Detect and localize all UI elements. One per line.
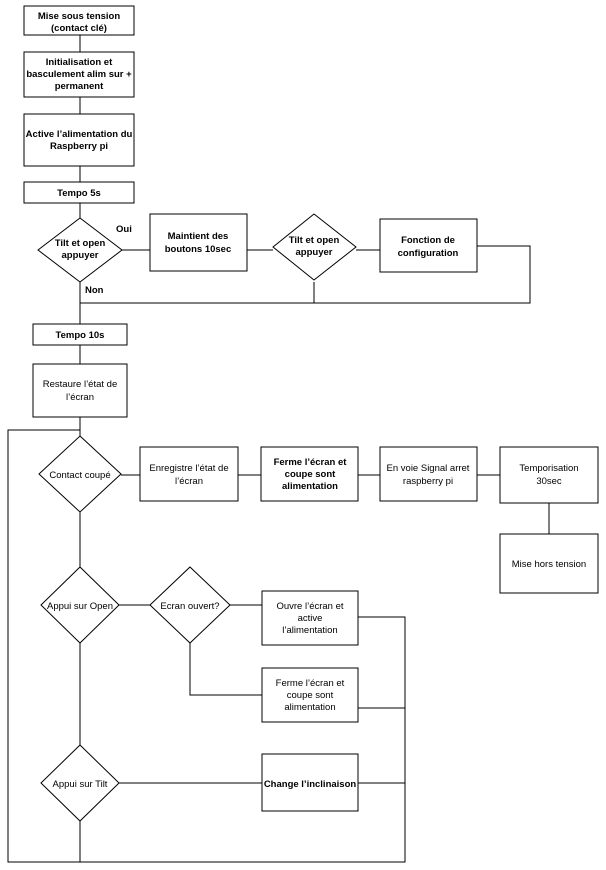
node-text: Ferme l’écran et	[274, 457, 348, 468]
node-text: Tempo 5s	[57, 188, 101, 199]
svg-text:Mise sous tension(contact clé): Mise sous tension(contact clé)	[38, 11, 121, 34]
node-mise-hors-tension: Mise hors tension	[499, 533, 599, 594]
node-fonction-configuration: Fonction de configuration	[379, 218, 478, 273]
node-text: Temporisation	[519, 463, 578, 474]
node-text: Tempo 10s	[56, 330, 105, 341]
node-temporisation: Temporisation 30sec	[499, 446, 599, 504]
node-text: Ecran ouvert?	[160, 601, 219, 612]
node-text: l’écran	[66, 392, 94, 403]
edge-label-oui: Oui	[116, 224, 132, 235]
node-text: active	[298, 613, 323, 624]
node-text: Contact coupé	[49, 470, 110, 481]
node-text: Tilt et open	[289, 235, 340, 246]
node-restaure-etat: Restaure l’état de l’écran	[32, 363, 128, 418]
node-text: Appui sur Open	[47, 601, 113, 612]
node-text: Change l’inclinaison	[264, 779, 357, 790]
node-text: alimentation	[282, 481, 338, 492]
node-text: configuration	[398, 248, 459, 259]
svg-text:Mise hors tension: Mise hors tension	[512, 559, 586, 570]
node-enregistre-etat: Enregistre l’état de l’écran	[139, 446, 239, 502]
node-text: alimentation	[284, 702, 335, 713]
svg-text:Ecran ouvert?: Ecran ouvert?	[160, 601, 219, 612]
node-text: En voie Signal arret	[387, 463, 470, 474]
node-text: Appui sur Tilt	[53, 779, 108, 790]
node-text: coupe sont	[285, 469, 337, 480]
node-text: Tilt et open	[55, 238, 106, 249]
node-text: coupe sont	[287, 690, 334, 701]
node-tempo-10s: Tempo 10s	[32, 323, 128, 346]
edge-label-non: Non	[85, 285, 104, 296]
svg-text:Tempo 5s: Tempo 5s	[57, 188, 101, 199]
node-maintient-boutons: Maintient des boutons 10sec	[149, 213, 248, 272]
svg-text:Enregistre l’état del’écran: Enregistre l’état de l’écran	[149, 463, 228, 487]
node-text: Ouvre l’écran et	[276, 601, 343, 612]
node-text: (contact clé)	[51, 23, 107, 34]
svg-text:Appui sur Tilt: Appui sur Tilt	[53, 779, 108, 790]
node-text: Active l’alimentation du	[26, 129, 133, 140]
node-text: appuyer	[62, 250, 99, 261]
node-text: Enregistre l’état de	[149, 463, 228, 474]
node-contact-coupe: Contact coupé	[38, 435, 122, 513]
node-ecran-ouvert: Ecran ouvert?	[149, 566, 231, 644]
node-text: permanent	[55, 81, 104, 92]
connectors	[7, 35, 550, 863]
node-text: Ferme l’écran et	[276, 678, 345, 689]
node-text: l’écran	[175, 476, 203, 487]
node-text: Fonction de	[401, 235, 455, 246]
node-mise-sous-tension: Mise sous tension(contact clé)	[23, 5, 135, 36]
node-tempo-5s: Tempo 5s	[23, 181, 135, 204]
svg-text:Tempo 10s: Tempo 10s	[56, 330, 105, 341]
node-text: l’alimentation	[282, 625, 337, 636]
svg-text:Restaure l’état del’écran: Restaure l’état de l’écran	[43, 379, 117, 403]
node-envoie-signal: En voie Signal arret raspberry pi	[379, 446, 478, 502]
node-appui-tilt: Appui sur Tilt	[40, 744, 120, 822]
node-text: Restaure l’état de	[43, 379, 117, 390]
node-text: boutons 10sec	[165, 244, 232, 255]
node-text: Initialisation et	[46, 57, 113, 68]
node-text: basculement alim sur +	[26, 69, 132, 80]
svg-text:Contact coupé: Contact coupé	[49, 470, 110, 481]
node-text: 30sec	[536, 476, 562, 487]
node-text: Raspberry pi	[50, 141, 108, 152]
svg-text:Appui sur Open: Appui sur Open	[47, 601, 113, 612]
svg-text:Change l’inclinaison: Change l’inclinaison	[264, 779, 357, 790]
node-change-inclinaison: Change l’inclinaison	[261, 753, 359, 812]
node-text: Mise sous tension	[38, 11, 121, 22]
node-text: Mise hors tension	[512, 559, 586, 570]
node-text: appuyer	[296, 247, 333, 258]
node-text: raspberry pi	[403, 476, 453, 487]
node-appui-open: Appui sur Open	[40, 566, 120, 644]
node-text: Maintient des	[168, 231, 229, 242]
